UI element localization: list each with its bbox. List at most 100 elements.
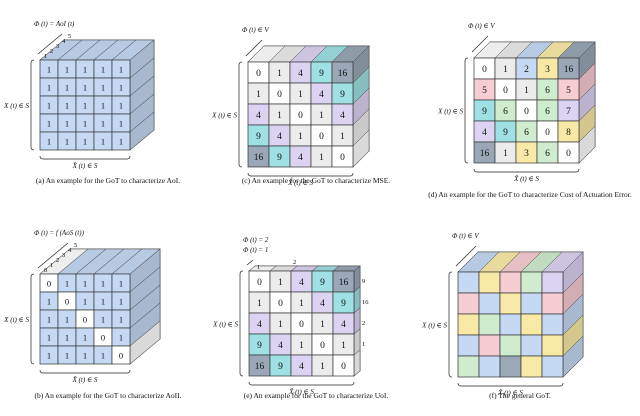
cell-value: 4 xyxy=(277,132,282,142)
cell-value: 1 xyxy=(83,279,87,289)
cell-value: 1 xyxy=(83,119,87,129)
x-axis-label: X̂ (t) ∈ S xyxy=(513,175,539,183)
cell-value: 1 xyxy=(503,65,508,75)
side-value: 16 xyxy=(362,299,369,306)
phi-label: Φ (t) = 1 xyxy=(243,246,268,254)
grid-cell xyxy=(520,292,543,315)
cell-value: 9 xyxy=(257,341,262,351)
y-axis-label: X (t) ∈ S xyxy=(212,321,238,329)
x-bracket xyxy=(457,382,564,387)
cell-value: 1 xyxy=(47,315,51,325)
depth-label: 5 xyxy=(68,33,71,40)
y-axis-label: X (t) ∈ S xyxy=(421,322,447,330)
y-bracket xyxy=(30,59,35,151)
phi-label: Φ (t) ∈ V xyxy=(452,232,479,240)
cell-value: 0 xyxy=(320,341,325,351)
depth-label: 3 xyxy=(56,43,59,50)
grid-cell xyxy=(520,271,543,294)
cell-value: 0 xyxy=(119,351,123,361)
phi-label: Φ (t) ∈ V xyxy=(468,22,495,30)
cell-value: 6 xyxy=(503,107,508,117)
cell-value: 9 xyxy=(482,107,487,117)
cell-value: 1 xyxy=(503,149,508,159)
cell-value: 1 xyxy=(299,341,304,351)
depth-label: 2 xyxy=(56,257,59,264)
panel-caption: (b) An example for the GoT to characteri… xyxy=(34,391,181,400)
phi-bracket xyxy=(37,33,63,55)
phi-bracket xyxy=(37,242,69,269)
cell-value: 1 xyxy=(47,137,51,147)
cell-value: 0 xyxy=(503,86,508,96)
cell-value: 9 xyxy=(341,299,346,309)
x-axis-label: X̂ (t) ∈ S xyxy=(287,179,313,187)
cell-value: 4 xyxy=(340,111,345,121)
cell-value: 0 xyxy=(340,153,345,163)
cell-value: 1 xyxy=(83,333,87,343)
grid-cell xyxy=(557,141,580,164)
cell-value: 7 xyxy=(566,107,571,117)
cell-value: 1 xyxy=(319,111,324,121)
y-axis-label: X (t) ∈ S xyxy=(3,102,29,110)
phi-label: Φ (t) = f (AoS (t)) xyxy=(34,229,85,237)
panel-caption: (f) The general GoT. xyxy=(489,391,551,400)
cell-value: 4 xyxy=(278,341,283,351)
cell-value: 1 xyxy=(278,320,283,330)
depth-label: 5 xyxy=(74,242,77,249)
y-bracket xyxy=(238,61,243,168)
phi-bracket xyxy=(245,39,263,57)
cell-value: 16 xyxy=(564,65,574,75)
cell-value: 9 xyxy=(277,153,282,163)
cell-value: 16 xyxy=(338,69,348,79)
cell-value: 0 xyxy=(47,279,51,289)
y-axis-label: X (t) ∈ S xyxy=(211,112,237,120)
cell-value: 9 xyxy=(319,69,324,79)
cell-value: 1 xyxy=(65,101,69,111)
cell-value: 1 xyxy=(65,83,69,93)
cell-value: 6 xyxy=(524,128,529,138)
cell-value: 1 xyxy=(65,119,69,129)
grid-cell xyxy=(520,313,543,336)
cell-value: 1 xyxy=(119,137,123,147)
cell-value: 1 xyxy=(83,101,87,111)
cell-value: 1 xyxy=(65,279,69,289)
cell-value: 0 xyxy=(319,132,324,142)
cell-value: 0 xyxy=(278,299,283,309)
cell-value: 6 xyxy=(545,86,550,96)
cell-value: 1 xyxy=(256,90,261,100)
cell-value: 0 xyxy=(545,128,550,138)
grid-cell xyxy=(541,313,564,336)
cell-value: 4 xyxy=(319,90,324,100)
y-bracket xyxy=(448,271,453,378)
grid-cell xyxy=(457,355,480,378)
grid-cell xyxy=(520,355,543,378)
cell-value: 9 xyxy=(256,132,261,142)
cell-value: 16 xyxy=(339,278,349,288)
cell-value: 16 xyxy=(254,153,264,163)
cell-value: 1 xyxy=(47,351,51,361)
depth-label: 1 xyxy=(44,53,47,60)
cell-value: 1 xyxy=(320,320,325,330)
cell-value: 1 xyxy=(341,341,346,351)
cell-value: 1 xyxy=(101,351,105,361)
cell-value: 0 xyxy=(341,362,346,372)
cell-value: 1 xyxy=(119,315,123,325)
cell-value: 1 xyxy=(47,65,51,75)
side-value: 2 xyxy=(362,320,365,327)
side-value: 9 xyxy=(362,278,365,285)
cell-value: 1 xyxy=(83,65,87,75)
grid-cell xyxy=(499,292,522,315)
cell-value: 1 xyxy=(101,119,105,129)
grid-cell xyxy=(457,334,480,357)
cell-value: 1 xyxy=(119,65,123,75)
cell-value: 9 xyxy=(503,128,508,138)
cell-value: 4 xyxy=(298,69,303,79)
cell-value: 1 xyxy=(277,111,282,121)
panel-caption: (a) An example for the GoT to characteri… xyxy=(36,176,180,185)
grid-cell xyxy=(541,292,564,315)
cell-value: 4 xyxy=(482,128,487,138)
grid-cell xyxy=(331,145,354,168)
